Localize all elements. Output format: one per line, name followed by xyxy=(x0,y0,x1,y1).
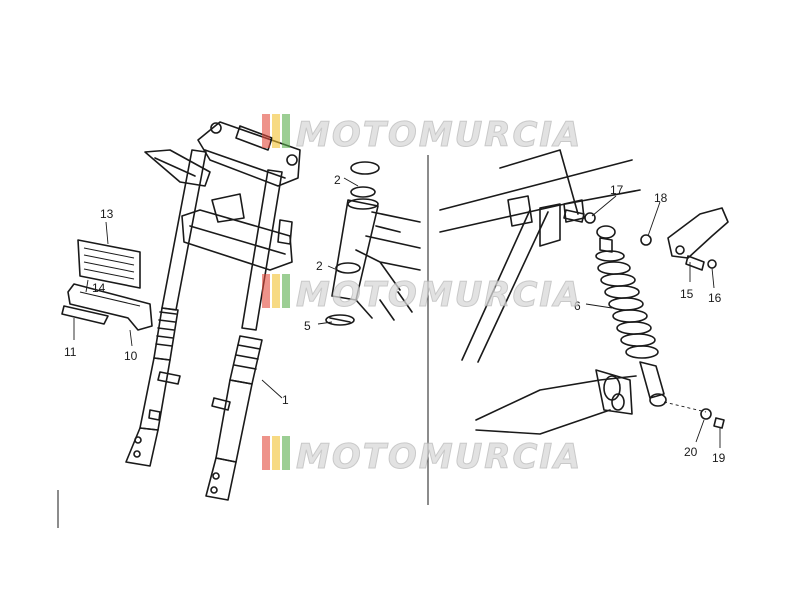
swingarm xyxy=(475,369,637,435)
watermark-middle: MOTOMURCIA xyxy=(262,274,582,316)
callout-19: 19 xyxy=(712,451,726,465)
watermark-text: MOTOMURCIA xyxy=(296,437,582,477)
callout-17: 17 xyxy=(610,183,624,197)
callout-15: 15 xyxy=(680,287,694,301)
reflector-part-11 xyxy=(61,305,109,325)
callout-11: 11 xyxy=(64,345,77,359)
rear-frame xyxy=(439,149,641,363)
rear-shock-absorber-part-6 xyxy=(595,225,667,407)
callout-labels: 1 2 2 5 6 10 11 13 14 15 16 17 18 19 20 xyxy=(64,173,726,465)
front-fork-assembly xyxy=(125,121,301,501)
watermark-stripe-red xyxy=(262,114,270,148)
callout-2-upper: 2 xyxy=(334,173,341,187)
callout-18: 18 xyxy=(654,191,668,205)
watermark-stripe-green xyxy=(282,114,290,148)
shock-spring xyxy=(595,250,659,359)
watermark-stripe-green xyxy=(282,436,290,470)
callout-10: 10 xyxy=(124,349,138,363)
watermark-stripe-green xyxy=(282,274,290,308)
watermark-top: MOTOMURCIA xyxy=(262,114,582,156)
top-link-part-18 xyxy=(667,207,729,259)
watermark-stripe-yellow xyxy=(272,274,280,308)
callout-13: 13 xyxy=(100,207,114,221)
steering-head-assembly xyxy=(325,161,421,326)
callout-5: 5 xyxy=(304,319,311,333)
watermark-stripe-red xyxy=(262,436,270,470)
callout-leaders xyxy=(73,177,721,448)
watermark-text: MOTOMURCIA xyxy=(296,115,582,155)
fastener-hardware xyxy=(563,209,725,429)
callout-20: 20 xyxy=(684,445,698,459)
headlight-grille-part-13 xyxy=(77,239,141,289)
callout-16: 16 xyxy=(708,291,722,305)
watermark-stripe-red xyxy=(262,274,270,308)
callout-2-lower: 2 xyxy=(316,259,323,273)
watermark-stripe-yellow xyxy=(272,436,280,470)
callout-14: 14 xyxy=(92,281,106,295)
watermark-bottom: MOTOMURCIA xyxy=(262,436,582,478)
bracket-part-10 xyxy=(67,283,153,331)
watermark-text: MOTOMURCIA xyxy=(296,275,582,315)
watermark-stripe-yellow xyxy=(272,114,280,148)
callout-1: 1 xyxy=(282,393,289,407)
callout-6: 6 xyxy=(574,299,581,313)
